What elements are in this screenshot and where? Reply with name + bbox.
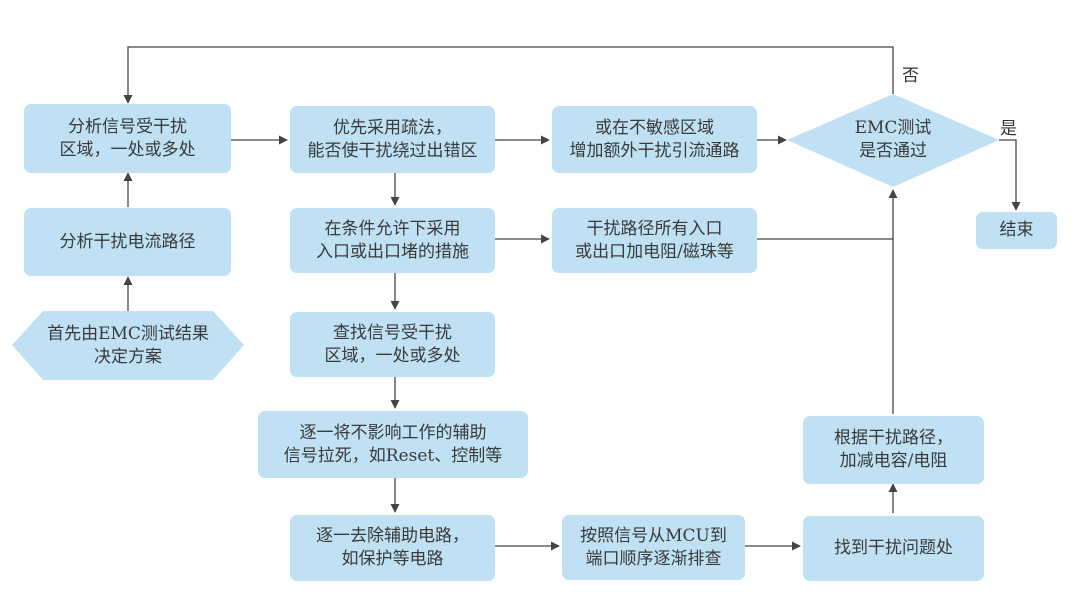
analyze-region-line-2: 区域，一处或多处 <box>59 139 196 160</box>
remove-aux-line-1: 逐一去除辅助电路， <box>316 526 469 546</box>
decision-line-1: EMC测试 <box>854 118 932 138</box>
insensitive-area-line-2: 增加额外干扰引流通路 <box>569 140 740 161</box>
analyze-path-box: 分析干扰电流路径 <box>24 208 231 276</box>
add-resistor-bead-line-2: 或出口加电阻/磁珠等 <box>575 241 734 262</box>
end-box: 结束 <box>976 212 1057 249</box>
trace-mcu-line-1: 按照信号从MCU到 <box>580 525 727 546</box>
no-label: 否 <box>902 66 919 86</box>
start-node: 首先由EMC测试结果 决定方案 <box>30 311 226 380</box>
prefer-drain-line-1: 优先采用疏法， <box>333 117 452 138</box>
trace-mcu-line-2: 端口顺序逐渐排查 <box>585 548 722 569</box>
find-problem-line-1: 找到干扰问题处 <box>834 538 953 558</box>
prefer-drain-box: 优先采用疏法， 能否使干扰绕过出错区 <box>290 106 495 173</box>
insensitive-area-box: 或在不敏感区域 增加额外干扰引流通路 <box>552 106 757 173</box>
start-hexagon <box>12 311 244 380</box>
decision-diamond <box>787 94 999 187</box>
block-measures-line-1: 在条件允许下采用 <box>324 218 461 239</box>
decision-line-2: 是否通过 <box>859 141 927 161</box>
decision-node: EMC测试 是否通过 <box>813 108 973 172</box>
add-resistor-bead-line-1: 干扰路径所有入口 <box>586 218 723 239</box>
analyze-path-line-1: 分析干扰电流路径 <box>59 231 196 252</box>
start-line-1: 首先由EMC测试结果 <box>47 323 209 344</box>
yes-label: 是 <box>1000 119 1017 139</box>
end-line-1: 结束 <box>999 220 1034 240</box>
block-measures-box: 在条件允许下采用 入口或出口堵的措施 <box>290 208 495 273</box>
analyze-region-line-1: 分析信号受干扰 <box>68 116 187 137</box>
pull-dead-box: 逐一将不影响工作的辅助 信号拉死，如Reset、控制等 <box>258 411 528 478</box>
trace-mcu-box: 按照信号从MCU到 端口顺序逐渐排查 <box>562 515 745 580</box>
find-region-box: 查找信号受干扰 区域，一处或多处 <box>290 312 495 377</box>
add-cap-res-line-1: 根据干扰路径， <box>834 428 953 448</box>
block-measures-line-2: 入口或出口堵的措施 <box>316 241 469 262</box>
find-problem-box: 找到干扰问题处 <box>803 516 984 581</box>
add-cap-res-line-2: 加减电容/电阻 <box>839 451 948 471</box>
find-region-line-2: 区域，一处或多处 <box>324 345 461 366</box>
arrow-yes-to-end <box>999 139 1021 211</box>
add-cap-res-box: 根据干扰路径， 加减电容/电阻 <box>803 416 984 484</box>
prefer-drain-line-2: 能否使干扰绕过出错区 <box>307 140 478 161</box>
add-resistor-bead-box: 干扰路径所有入口 或出口加电阻/磁珠等 <box>552 208 757 273</box>
remove-aux-box: 逐一去除辅助电路， 如保护等电路 <box>290 515 495 581</box>
pull-dead-line-2: 信号拉死，如Reset、控制等 <box>283 445 503 466</box>
find-region-line-1: 查找信号受干扰 <box>333 322 452 343</box>
pull-dead-line-1: 逐一将不影响工作的辅助 <box>299 422 487 443</box>
start-line-2: 决定方案 <box>94 346 162 367</box>
insensitive-area-line-1: 或在不敏感区域 <box>595 117 714 138</box>
arrow-no-loop <box>123 46 894 104</box>
analyze-region-box: 分析信号受干扰 区域，一处或多处 <box>24 104 231 173</box>
remove-aux-line-2: 如保护等电路 <box>341 549 444 569</box>
